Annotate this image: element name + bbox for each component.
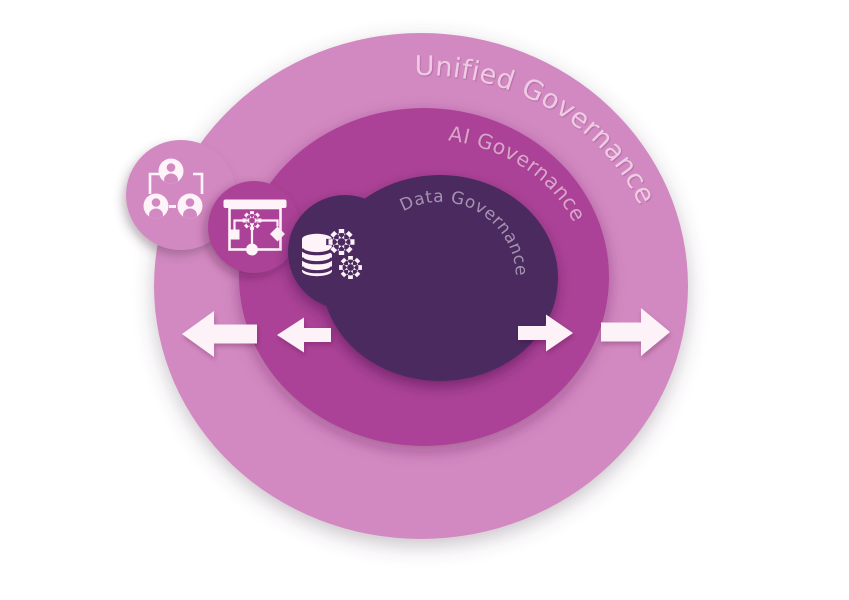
database-gears-icon	[300, 226, 365, 282]
team-hierarchy-icon	[144, 159, 204, 222]
workflow-board-icon	[223, 199, 287, 256]
arrow-left-outer	[182, 311, 257, 357]
workflow-board-badge	[208, 181, 300, 273]
arrow-left-inner	[277, 317, 331, 353]
arrow-right-outer	[601, 308, 670, 356]
flow-arrows	[182, 308, 670, 357]
arrow-right-inner	[518, 314, 573, 352]
